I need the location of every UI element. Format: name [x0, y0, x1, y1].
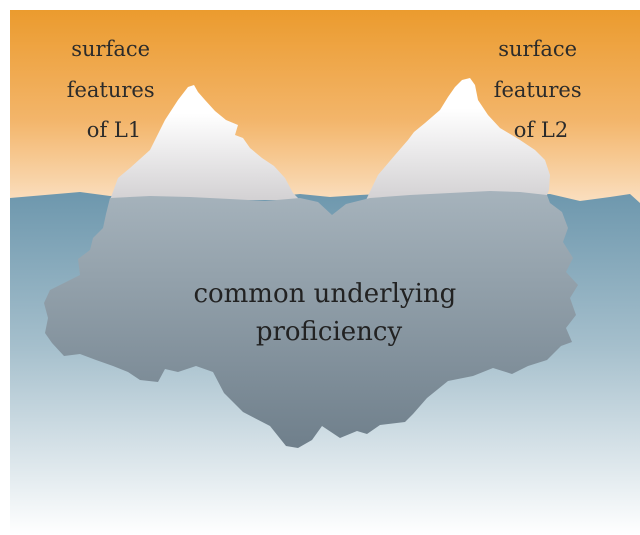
- right-peak: [366, 78, 550, 200]
- left-label-line-1: surface: [71, 37, 150, 61]
- left-peak: [110, 85, 300, 200]
- center-label: common underlying proficiency: [193, 279, 464, 347]
- submerged-iceberg: [44, 191, 578, 448]
- right-label-line-3: of L2: [514, 118, 568, 142]
- right-label: surface features of L2: [494, 37, 589, 142]
- left-label-line-3: of L1: [87, 118, 141, 142]
- right-label-line-2: features: [494, 78, 582, 102]
- center-label-line-1: common underlying: [193, 279, 456, 309]
- left-label: surface features of L1: [67, 37, 162, 142]
- right-label-line-1: surface: [498, 37, 577, 61]
- center-label-line-2: proficiency: [256, 317, 403, 347]
- left-label-line-2: features: [67, 78, 155, 102]
